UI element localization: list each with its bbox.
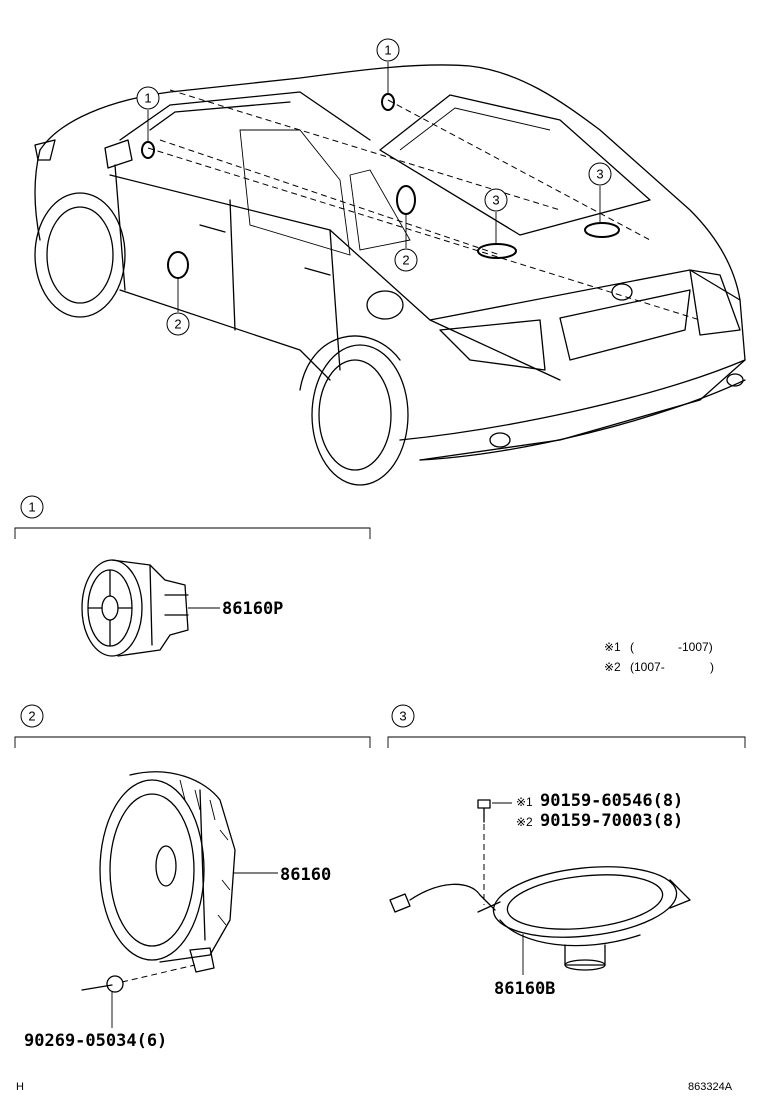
callout-label: 2 (402, 253, 409, 268)
car-illustration: 1 1 2 2 3 3 (34, 38, 746, 486)
diagram-id: 863324A (688, 1081, 733, 1093)
screw-2-mark: ※2 (516, 815, 533, 829)
rear-shelf-speaker-right-marker (584, 222, 620, 238)
note-1-open: ( (630, 640, 634, 654)
note-1-mark: ※1 (604, 640, 621, 654)
section-1-label: 1 (28, 500, 35, 515)
note-1-range: -1007) (678, 640, 713, 654)
callout-1-rear: 1 (376, 38, 400, 62)
rear-screw-drawing (477, 799, 512, 905)
section-2-label: 2 (28, 709, 35, 724)
callout-label: 1 (144, 91, 151, 106)
section-3-rear-speaker: 3 ※1 90159-60546(8) ※2 90159-70003(8) 86… (387, 704, 746, 999)
part-number-rear-screw-1: 90159-60546(8) (540, 791, 683, 811)
callout-3-left: 3 (484, 188, 508, 212)
front-speaker-bolt-drawing (81, 964, 196, 993)
callout-2-front: 2 (166, 312, 190, 336)
section-3-label: 3 (399, 709, 406, 724)
tweeter-location-front-marker (141, 141, 155, 159)
part-number-front-speaker: 86160 (280, 865, 331, 885)
screw-1-mark: ※1 (516, 795, 533, 809)
note-2-close: ) (710, 660, 714, 674)
rear-speaker-drawing (389, 866, 691, 971)
front-speaker-drawing (99, 771, 236, 973)
callout-2-rear: 2 (394, 248, 418, 272)
callout-1-front: 1 (136, 86, 160, 110)
note-2-range: (1007- (630, 660, 665, 674)
callout-label: 3 (596, 167, 603, 182)
rear-door-speaker-marker (396, 185, 416, 215)
callout-label: 3 (492, 193, 499, 208)
note-2-mark: ※2 (604, 660, 621, 674)
part-number-rear-speaker: 86160B (494, 979, 555, 999)
part-number-rear-screw-2: 90159-70003(8) (540, 811, 683, 831)
rear-shelf-speaker-left-marker (477, 243, 517, 259)
callout-label: 1 (384, 43, 391, 58)
serial-notes: ※1 ( -1007) ※2 (1007- ) (604, 640, 714, 674)
front-door-speaker-marker (167, 251, 189, 279)
callout-label: 2 (174, 317, 181, 332)
section-2-front-speaker: 2 86160 90269-05034(6) (14, 704, 371, 1051)
callout-3-right: 3 (588, 162, 612, 186)
section-1-tweeter: 1 86160P (14, 495, 371, 657)
part-number-tweeter: 86160P (222, 599, 283, 619)
footer-left-code: H (16, 1081, 24, 1093)
part-number-front-speaker-bolt: 90269-05034(6) (24, 1031, 167, 1051)
tweeter-drawing (81, 559, 189, 657)
